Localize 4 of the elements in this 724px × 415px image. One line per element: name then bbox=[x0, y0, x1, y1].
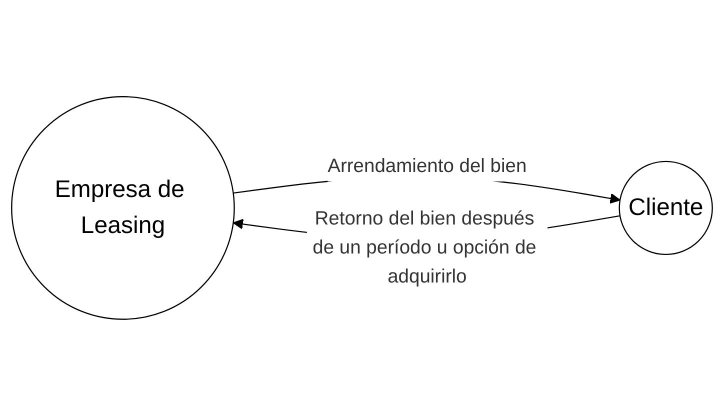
node-circle: Empresa de Leasing bbox=[11, 96, 235, 320]
edge-label: Retorno del bien después de un período u opción de adquirirlo bbox=[312, 208, 536, 287]
edge-label: Arrendamiento del bien bbox=[328, 156, 527, 176]
node-circle: Cliente bbox=[618, 160, 713, 255]
